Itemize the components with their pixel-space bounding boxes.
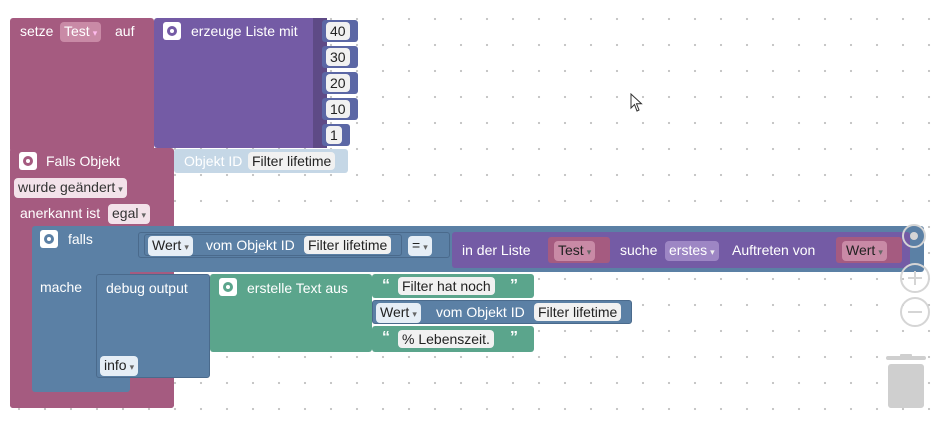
gear-icon[interactable]: [19, 152, 37, 170]
operator-value: =: [412, 237, 421, 253]
dropdown-arrow-icon: ▾: [118, 184, 123, 194]
variable-name: Test: [64, 23, 90, 39]
number-value-2[interactable]: 30: [326, 48, 350, 66]
dropdown-arrow-icon: ▾: [184, 242, 189, 252]
trash-can-icon[interactable]: [884, 354, 928, 410]
list-variable-name: Test: [558, 242, 584, 258]
dropdown-arrow-icon: ▾: [141, 210, 146, 220]
dropdown-arrow-icon: ▾: [412, 309, 417, 319]
mouse-pointer-icon: [630, 92, 644, 113]
list-variable-dropdown[interactable]: Test▾: [554, 241, 596, 261]
find-label: suche: [620, 242, 658, 258]
of-object-label-2: vom Objekt ID: [436, 304, 525, 320]
gear-icon[interactable]: [219, 278, 237, 296]
variable-dropdown[interactable]: Test▾: [60, 22, 102, 42]
occurrence-label: Auftreten von: [732, 242, 816, 258]
log-level-dropdown[interactable]: info▾: [100, 356, 139, 376]
text-join-block[interactable]: [210, 274, 372, 352]
dropdown-arrow-icon: ▾: [878, 247, 883, 257]
condition-dropdown[interactable]: wurde geändert▾: [14, 178, 127, 198]
number-value-5[interactable]: 1: [326, 126, 342, 144]
if-label: falls: [68, 231, 93, 247]
gear-icon[interactable]: [40, 230, 58, 248]
trigger-label: Falls Objekt: [46, 153, 120, 169]
text-field-1[interactable]: Filter hat noch: [398, 277, 495, 295]
debug-label: debug output: [106, 280, 188, 296]
objectid-label: Objekt ID: [184, 153, 243, 169]
ack-label: anerkannt ist: [20, 205, 101, 221]
dropdown-arrow-icon: ▾: [129, 362, 135, 372]
dropdown-arrow-icon: ▾: [710, 247, 715, 257]
text-join-label: erstelle Text aus: [247, 280, 348, 296]
item-variable-dropdown[interactable]: Wert▾: [842, 241, 887, 261]
of-object-label: vom Objekt ID: [206, 237, 295, 253]
close-quote-icon: ”: [510, 329, 518, 346]
target-crosshair-icon[interactable]: [900, 222, 928, 250]
number-value-1[interactable]: 40: [326, 22, 350, 40]
find-mode-value: erstes: [669, 242, 708, 258]
close-quote-icon: ”: [510, 277, 518, 294]
do-label: mache: [40, 279, 83, 295]
gear-icon[interactable]: [163, 22, 181, 40]
zoom-out-icon[interactable]: [899, 296, 931, 328]
in-list-label: in der Liste: [462, 242, 531, 258]
condition-value: wurde geändert: [18, 179, 116, 195]
create-list-block[interactable]: [154, 18, 324, 148]
ack-dropdown[interactable]: egal▾: [108, 204, 150, 224]
zoom-in-icon[interactable]: [899, 262, 931, 294]
attribute-value-2: Wert: [380, 304, 410, 320]
join-object-field[interactable]: Filter lifetime: [534, 303, 622, 321]
open-quote-icon: “: [382, 277, 390, 294]
find-mode-dropdown[interactable]: erstes▾: [665, 241, 719, 261]
compare-object-field[interactable]: Filter lifetime: [304, 236, 392, 254]
number-value-3[interactable]: 20: [326, 74, 350, 92]
set-label: setze: [20, 23, 54, 39]
item-variable-name: Wert: [846, 242, 876, 258]
dropdown-arrow-icon: ▾: [586, 247, 592, 257]
log-level-value: info: [104, 357, 127, 373]
attribute-dropdown[interactable]: Wert▾: [148, 236, 193, 256]
operator-dropdown[interactable]: =▾: [408, 236, 432, 256]
objectid-field[interactable]: Filter lifetime: [248, 152, 336, 170]
create-list-label: erzeuge Liste mit: [191, 23, 298, 39]
attribute-value: Wert: [152, 237, 182, 253]
to-label: auf: [115, 23, 135, 39]
trigger-bottom-bar: [10, 396, 174, 408]
dropdown-arrow-icon: ▾: [423, 242, 428, 252]
dropdown-arrow-icon: ▾: [92, 28, 98, 38]
number-value-4[interactable]: 10: [326, 100, 350, 118]
open-quote-icon: “: [382, 329, 390, 346]
text-field-3[interactable]: % Lebenszeit.: [398, 330, 494, 348]
attribute-dropdown-2[interactable]: Wert▾: [376, 303, 421, 323]
ack-value: egal: [112, 205, 139, 221]
